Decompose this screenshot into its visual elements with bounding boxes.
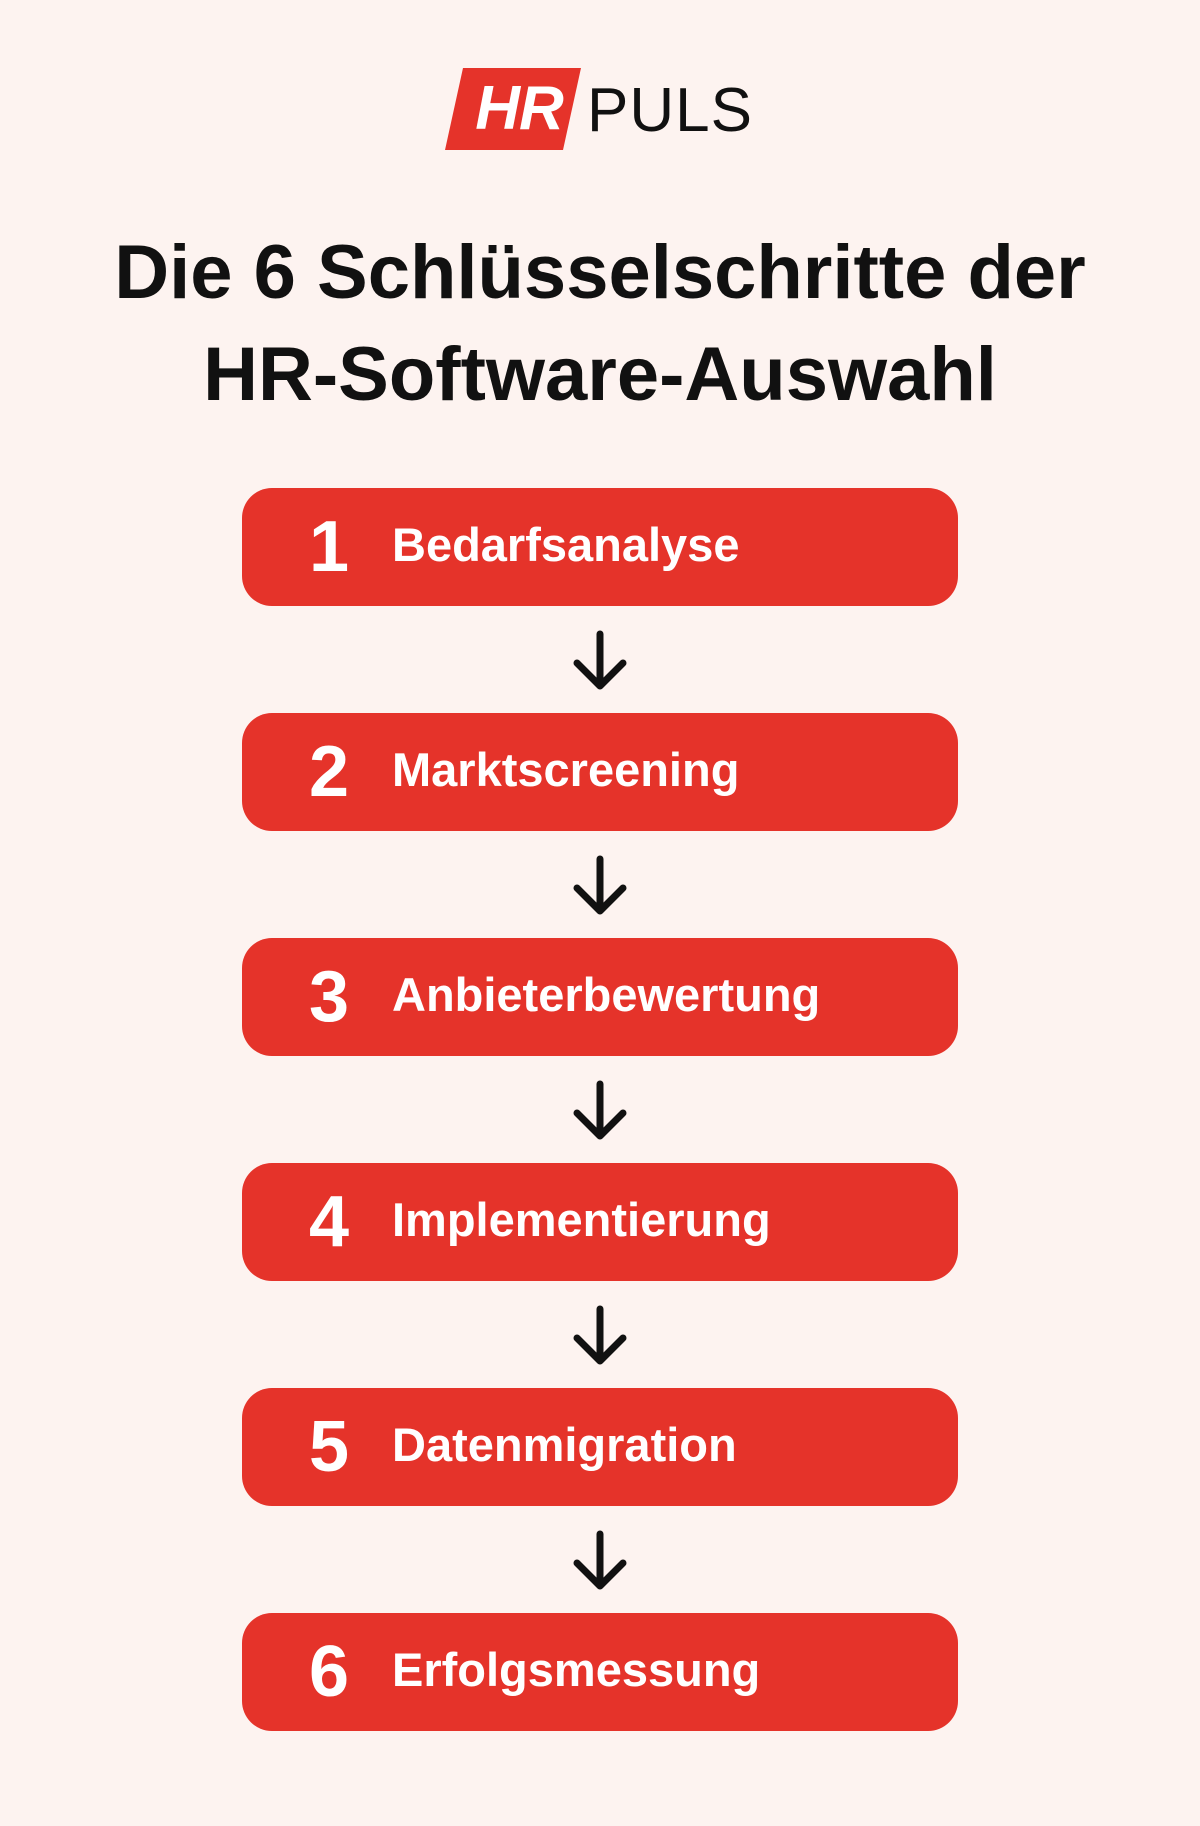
logo-badge: HR — [445, 68, 581, 150]
step-label: Anbieterbewertung — [392, 968, 821, 1021]
arrow-down-icon — [573, 1080, 627, 1140]
step-6: 6 Erfolgsmessung — [242, 1613, 958, 1731]
step-label: Implementierung — [392, 1193, 771, 1246]
step-number: 5 — [308, 1407, 350, 1487]
step-number: 3 — [308, 957, 350, 1037]
logo-puls-text: PULS — [587, 76, 753, 145]
arrow-down-icon — [573, 630, 627, 690]
step-label: Datenmigration — [392, 1418, 737, 1471]
step-label: Marktscreening — [392, 743, 740, 796]
step-number: 6 — [308, 1632, 350, 1712]
step-3: 3 Anbieterbewertung — [242, 938, 958, 1056]
step-label: Erfolgsmessung — [392, 1643, 761, 1696]
arrow-down-icon — [573, 855, 627, 915]
step-2: 2 Marktscreening — [242, 713, 958, 831]
arrow-down-icon — [573, 1305, 627, 1365]
step-5: 5 Datenmigration — [242, 1388, 958, 1506]
arrow-down-icon — [573, 1530, 627, 1590]
logo-badge-shape — [445, 68, 581, 150]
step-number: 1 — [308, 507, 350, 587]
page-title-line-1: Die 6 Schlüsselschritte der — [114, 230, 1086, 315]
hr-puls-logo: HR PULS — [445, 68, 755, 154]
page-title: Die 6 Schlüsselschritte der HR-Software-… — [40, 222, 1160, 426]
step-label: Bedarfsanalyse — [392, 518, 740, 571]
logo-hr-text: HR — [475, 74, 564, 143]
step-1: 1 Bedarfsanalyse — [242, 488, 958, 606]
step-number: 4 — [308, 1182, 350, 1262]
step-number: 2 — [308, 732, 350, 812]
page-title-line-2: HR-Software-Auswahl — [203, 332, 997, 417]
step-4: 4 Implementierung — [242, 1163, 958, 1281]
